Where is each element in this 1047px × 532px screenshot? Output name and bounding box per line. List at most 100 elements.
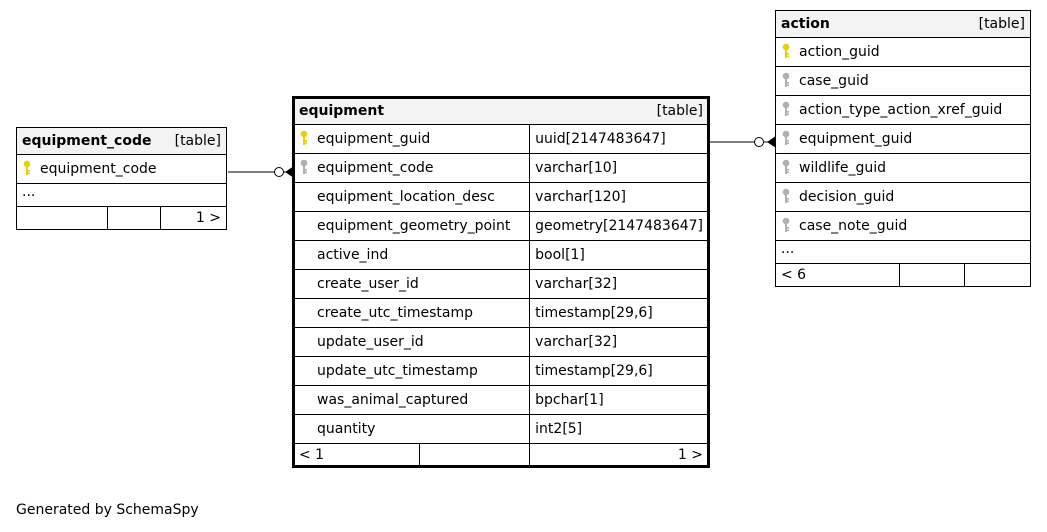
column-name-cell[interactable]: wildlife_guid xyxy=(775,153,1031,183)
column-row[interactable]: decision_guid xyxy=(775,182,1031,212)
footer-cell xyxy=(899,263,965,287)
column-name-cell[interactable]: was_animal_captured xyxy=(292,385,531,415)
column-name: case_note_guid xyxy=(799,218,908,234)
crowfoot-arrow xyxy=(285,166,294,178)
column-name-cell[interactable]: action_type_action_xref_guid xyxy=(775,95,1031,125)
column-row[interactable]: equipment_location_desc varchar[120] xyxy=(292,182,709,212)
table-name[interactable]: equipment xyxy=(292,97,530,125)
column-name: equipment_location_desc xyxy=(317,189,495,205)
column-name-cell[interactable]: create_user_id xyxy=(292,269,531,299)
more-columns: ... xyxy=(775,240,1031,264)
primary-key-icon xyxy=(781,41,791,58)
column-row[interactable]: create_utc_timestamp timestamp[29,6] xyxy=(292,298,709,328)
table-kind: [table] xyxy=(964,10,1031,38)
column-row[interactable]: equipment_geometry_point geometry[2147483… xyxy=(292,211,709,241)
parent-count[interactable]: < 1 xyxy=(293,443,420,467)
column-name: create_user_id xyxy=(317,276,419,292)
column-row[interactable]: active_ind bool[1] xyxy=(292,240,709,270)
column-name-cell[interactable]: update_utc_timestamp xyxy=(292,356,531,386)
column-name-cell[interactable]: equipment_geometry_point xyxy=(292,211,531,241)
column-name: quantity xyxy=(317,421,376,437)
column-row[interactable]: create_user_id varchar[32] xyxy=(292,269,709,299)
column-type: uuid[2147483647] xyxy=(529,124,709,154)
column-row[interactable]: wildlife_guid xyxy=(775,153,1031,183)
column-name-cell[interactable]: case_guid xyxy=(775,66,1031,96)
column-row[interactable]: equipment_code varchar[10] xyxy=(292,153,709,183)
column-row[interactable]: equipment_guid xyxy=(775,124,1031,154)
column-name: action_guid xyxy=(799,44,880,60)
column-name: equipment_code xyxy=(317,160,434,176)
column-name-cell[interactable]: create_utc_timestamp xyxy=(292,298,531,328)
zero-many-circle xyxy=(274,167,284,177)
column-row[interactable]: quantity int2[5] xyxy=(292,414,709,444)
column-name: equipment_geometry_point xyxy=(317,218,511,234)
column-name: equipment_guid xyxy=(799,131,913,147)
child-count[interactable]: 1 > xyxy=(529,443,709,467)
column-name: update_user_id xyxy=(317,334,424,350)
child-count[interactable]: 1 > xyxy=(160,206,227,230)
column-type: timestamp[29,6] xyxy=(529,356,709,386)
column-row[interactable]: update_utc_timestamp timestamp[29,6] xyxy=(292,356,709,386)
column-row[interactable]: action_guid xyxy=(775,37,1031,67)
column-row[interactable]: action_type_action_xref_guid xyxy=(775,95,1031,125)
zero-many-circle xyxy=(754,137,764,147)
column-name: equipment_code xyxy=(40,161,157,177)
primary-key-icon xyxy=(299,128,309,145)
column-name-cell[interactable]: action_guid xyxy=(775,37,1031,67)
foreign-key-icon xyxy=(781,99,791,116)
column-name-cell[interactable]: case_note_guid xyxy=(775,211,1031,241)
crowfoot-arrow xyxy=(767,136,776,148)
column-type: int2[5] xyxy=(529,414,709,444)
more-columns: ... xyxy=(16,183,227,207)
foreign-key-icon xyxy=(299,157,309,174)
foreign-key-icon xyxy=(781,215,791,232)
column-name: active_ind xyxy=(317,247,389,263)
column-type: varchar[10] xyxy=(529,153,709,183)
footer-cell xyxy=(16,206,108,230)
column-name-cell[interactable]: equipment_location_desc xyxy=(292,182,531,212)
table-name[interactable]: equipment_code xyxy=(16,127,161,155)
column-row[interactable]: case_note_guid xyxy=(775,211,1031,241)
column-name: create_utc_timestamp xyxy=(317,305,474,321)
column-name-cell[interactable]: update_user_id xyxy=(292,327,531,357)
footer-cell xyxy=(964,263,1031,287)
foreign-key-icon xyxy=(781,70,791,87)
column-name-cell[interactable]: decision_guid xyxy=(775,182,1031,212)
column-row[interactable]: case_guid xyxy=(775,66,1031,96)
table-name[interactable]: action xyxy=(775,10,965,38)
column-row[interactable]: equipment_code xyxy=(16,154,227,184)
foreign-key-icon xyxy=(781,186,791,203)
column-type: timestamp[29,6] xyxy=(529,298,709,328)
column-name: equipment_guid xyxy=(317,131,431,147)
column-type: varchar[120] xyxy=(529,182,709,212)
footer-cell xyxy=(418,443,531,467)
column-name-cell[interactable]: active_ind xyxy=(292,240,531,270)
column-row[interactable]: equipment_guid uuid[2147483647] xyxy=(292,124,709,154)
equipment-code-table[interactable]: equipment_code [table] equipment_code ..… xyxy=(16,127,227,230)
column-name: action_type_action_xref_guid xyxy=(799,102,1003,118)
column-name: wildlife_guid xyxy=(799,160,886,176)
column-type: bool[1] xyxy=(529,240,709,270)
column-name-cell[interactable]: quantity xyxy=(292,414,531,444)
generated-by-label: Generated by SchemaSpy xyxy=(16,502,199,518)
column-name: update_utc_timestamp xyxy=(317,363,478,379)
foreign-key-icon xyxy=(781,128,791,145)
foreign-key-icon xyxy=(781,157,791,174)
column-type: varchar[32] xyxy=(529,269,709,299)
column-name: was_animal_captured xyxy=(317,392,469,408)
column-type: geometry[2147483647] xyxy=(529,211,709,241)
column-name: case_guid xyxy=(799,73,869,89)
footer-cell xyxy=(107,206,161,230)
column-name-cell[interactable]: equipment_guid xyxy=(775,124,1031,154)
primary-key-icon xyxy=(22,158,32,175)
column-name-cell[interactable]: equipment_code xyxy=(292,153,531,183)
parent-count[interactable]: < 6 xyxy=(775,263,900,287)
column-name: decision_guid xyxy=(799,189,895,205)
column-name-cell[interactable]: equipment_guid xyxy=(292,124,531,154)
table-kind: [table] xyxy=(160,127,227,155)
